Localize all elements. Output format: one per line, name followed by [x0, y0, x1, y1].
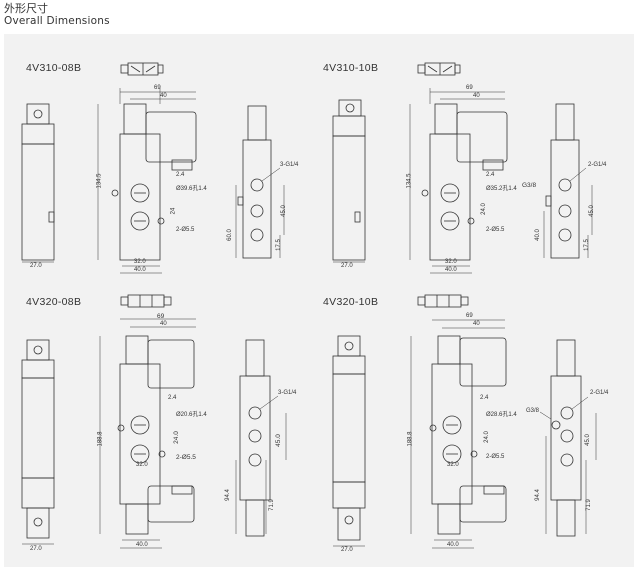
dim-hole2: 2-Ø5.5 — [486, 227, 505, 233]
drawing-4v310-08b — [21, 62, 285, 274]
dim-w-top2: 40 — [160, 93, 167, 99]
side-view — [332, 99, 366, 263]
dim-h4: 45.0 — [280, 205, 287, 217]
dim-port2: G3/8 — [526, 408, 540, 414]
drawing-4v310-10b — [332, 62, 593, 274]
dim-base2: 40.0 — [134, 267, 146, 273]
dim-hole1: Ø39.6孔1.4 — [176, 186, 207, 192]
front-view — [97, 88, 197, 274]
side-view — [332, 335, 366, 547]
dim-h1: 24.0 — [480, 203, 487, 215]
dim-base2: 40.0 — [136, 542, 148, 548]
dim-h3: 17.5 — [583, 239, 590, 251]
dim-port: 3-G1/4 — [280, 162, 299, 168]
drawing-4v320-10b — [332, 294, 597, 549]
dim-h1: 24.0 — [172, 431, 180, 444]
dim-w-top1: 69 — [466, 313, 473, 319]
dim-small: 2.4 — [168, 395, 177, 401]
valve-symbol — [417, 294, 469, 308]
dim-small: 2.4 — [486, 172, 495, 178]
drawing-panel — [4, 34, 634, 567]
valve-symbol — [120, 62, 164, 76]
dim-small: 2.4 — [176, 172, 185, 178]
dim-port: 2-G1/4 — [588, 162, 607, 168]
dim-h3: 71.9 — [268, 499, 275, 511]
dim-base2: 40.0 — [445, 267, 457, 273]
valve-symbol — [120, 294, 172, 308]
model-name-1: 4V310-08B — [26, 62, 82, 74]
model-name-4: 4V320-10B — [323, 296, 379, 308]
model-name-2: 4V310-10B — [323, 62, 379, 74]
dim-height: 188.8 — [407, 431, 414, 447]
dim-base1: 32.0 — [445, 259, 457, 265]
dim-w-top2: 40 — [473, 321, 480, 327]
dim-w-top1: 69 — [157, 313, 165, 320]
dim-h4: 45.0 — [584, 434, 591, 446]
dim-h3: 71.9 — [585, 499, 592, 511]
model-name-3: 4V320-08B — [26, 296, 82, 308]
side-view — [21, 339, 55, 545]
dim-h4: 45.0 — [274, 434, 282, 447]
dim-height: 134.5 — [96, 173, 103, 189]
dim-base1: 32.0 — [447, 462, 459, 468]
dim-h1: 24 — [170, 207, 177, 215]
dim-base1: 32.0 — [134, 259, 146, 265]
dim-h2: 60.0 — [226, 229, 233, 241]
dim-small: 2.4 — [480, 395, 489, 401]
dim-body-w: 27.0 — [341, 263, 353, 269]
header: 外形尺寸 Overall Dimensions — [4, 2, 110, 28]
dim-h2: 40.0 — [534, 229, 541, 241]
right-view — [235, 105, 285, 259]
dim-h4: 45.0 — [588, 205, 595, 217]
dim-h1: 24.0 — [483, 431, 490, 443]
dim-hole2: 2-Ø5.5 — [176, 454, 196, 461]
dim-h2: 94.4 — [534, 489, 541, 501]
dim-port2: G3/8 — [522, 182, 537, 189]
dim-base2: 40.0 — [447, 542, 459, 548]
dim-hole2: 2-Ø5.5 — [176, 227, 195, 233]
right-view — [539, 339, 597, 537]
front-view — [410, 319, 507, 549]
front-view — [409, 88, 508, 274]
right-view — [235, 339, 287, 537]
dim-port: 3-G1/4 — [278, 390, 297, 396]
dim-hole1: Ø35.2孔1.4 — [486, 186, 517, 192]
dim-port: 2-G1/4 — [590, 390, 609, 396]
dim-w-top2: 40 — [160, 321, 167, 327]
dim-hole2: 2-Ø5.5 — [486, 454, 505, 460]
side-view — [21, 103, 55, 263]
dim-h3: 17.5 — [275, 239, 282, 251]
dim-body-w: 27.0 — [30, 263, 42, 269]
valve-symbol — [417, 62, 461, 76]
title-en: Overall Dimensions — [4, 15, 110, 27]
dim-body-w: 27.0 — [341, 547, 353, 553]
drawing-4v320-08b — [21, 294, 287, 549]
dim-w-top1: 69 — [466, 85, 473, 91]
dim-h2: 94.4 — [224, 489, 231, 501]
dim-hole1: Ø20.6孔1.4 — [176, 412, 207, 418]
title-cn: 外形尺寸 — [4, 2, 48, 15]
right-view — [543, 103, 593, 259]
dim-body-w: 27.0 — [30, 546, 42, 552]
dim-w-top2: 40 — [473, 93, 480, 99]
front-view — [99, 318, 196, 549]
dim-base1: 32.0 — [136, 462, 148, 468]
dim-height: 134.5 — [406, 173, 413, 189]
dim-height: 188.8 — [97, 431, 104, 447]
dim-hole1: Ø28.6孔1.4 — [486, 412, 517, 418]
dim-w-top1: 69 — [154, 85, 161, 91]
